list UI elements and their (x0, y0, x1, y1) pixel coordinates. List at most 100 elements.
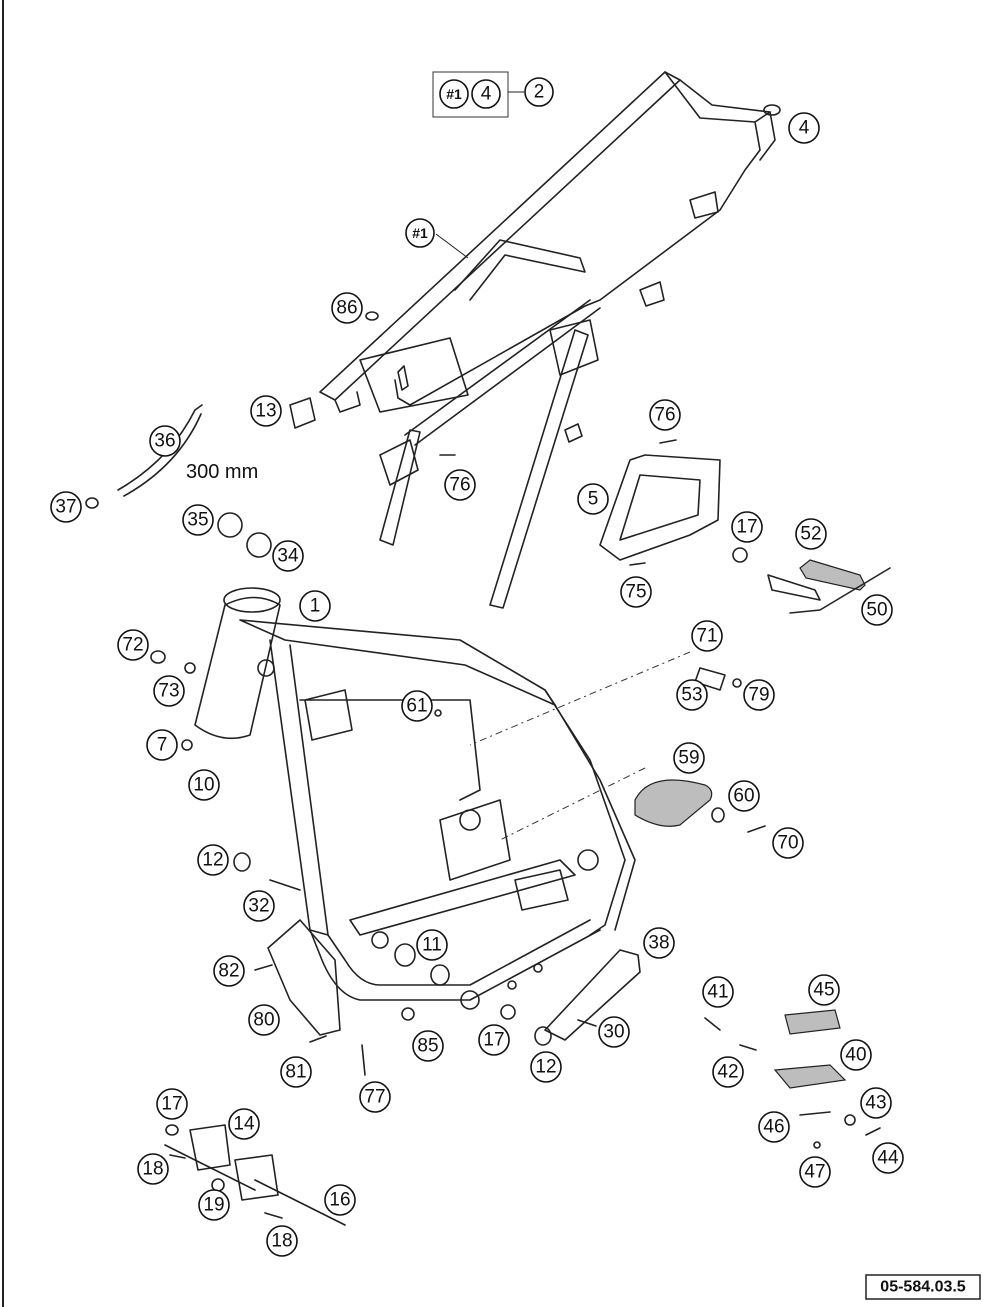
callout-label: 18 (142, 1159, 163, 1180)
assembly-dash-lines (469, 651, 691, 841)
callout-c-12a: 12 (197, 844, 229, 876)
rear-subframe (319, 71, 776, 609)
callout-c-30: 30 (598, 1016, 630, 1048)
callout-label: 59 (678, 748, 699, 769)
callout-label: 12 (202, 850, 223, 871)
callout-c-4: 4 (788, 112, 820, 144)
callout-c-82: 82 (213, 955, 245, 987)
callout-label: 36 (154, 431, 175, 452)
callout-c-14: 14 (228, 1108, 260, 1140)
callout-label: 18 (271, 1231, 292, 1252)
callout-label: 79 (748, 685, 769, 706)
callout-c-76a: 76 (444, 469, 476, 501)
callout-label: 42 (717, 1062, 738, 1083)
ref-leader-line (435, 233, 469, 259)
callout-c-70: 70 (772, 827, 804, 859)
callout-c-41: 41 (702, 976, 734, 1008)
callout-label: 37 (55, 497, 76, 518)
callout-c-46: 46 (758, 1111, 790, 1143)
callout-label: 85 (417, 1036, 438, 1057)
callout-label: 34 (277, 546, 299, 567)
callout-label: 86 (336, 298, 357, 319)
callout-label: 4 (799, 118, 810, 139)
callout-c-18b: 18 (266, 1225, 298, 1257)
callout-label: 45 (813, 980, 834, 1001)
callout-label: 61 (406, 696, 427, 717)
callout-c-73: 73 (153, 675, 185, 707)
callout-c-47: 47 (799, 1156, 831, 1188)
callout-c-17b: 17 (478, 1024, 510, 1056)
callout-c-75: 75 (620, 576, 652, 608)
callout-label: 17 (161, 1094, 182, 1115)
callout-label: 81 (285, 1062, 306, 1083)
callout-c-72: 72 (117, 629, 149, 661)
document-number: 05-584.03.5 (880, 1279, 966, 1296)
callout-label: 76 (654, 405, 675, 426)
callout-c-32: 32 (243, 890, 275, 922)
callout-c-36: 36 (149, 425, 181, 457)
callout-c-45: 45 (808, 974, 840, 1006)
callout-label: 10 (193, 775, 214, 796)
footpeg-right (784, 1009, 841, 1035)
callout-label: 30 (603, 1022, 624, 1043)
svg-text:#1: #1 (412, 225, 428, 241)
footrest-peg (767, 574, 821, 601)
callout-label: 17 (736, 517, 757, 538)
callout-c-13: 13 (250, 395, 282, 427)
group-callout-2: 2 (534, 82, 545, 103)
group-callout-4: 4 (481, 84, 492, 105)
callout-label: 35 (187, 510, 208, 531)
callout-label: 19 (203, 1195, 224, 1216)
callout-label: 76 (449, 475, 470, 496)
callout-label: 77 (364, 1087, 385, 1108)
callout-label: 11 (422, 935, 442, 956)
callout-c-43: 43 (860, 1087, 892, 1119)
callout-c-1: 1 (299, 590, 331, 622)
callout-c-17a: 17 (731, 511, 763, 543)
callout-c-71: 71 (691, 620, 723, 652)
callout-c-61: 61 (401, 690, 433, 722)
callout-label: 52 (800, 524, 821, 545)
callout-c-16: 16 (324, 1184, 356, 1216)
callout-c-60: 60 (728, 780, 760, 812)
callout-c-76b: 76 (649, 399, 681, 431)
hose-length-label: 300 mm (186, 461, 258, 483)
callout-c-79: 79 (743, 679, 775, 711)
footrest-bracket (599, 454, 721, 561)
callout-label: 43 (865, 1093, 886, 1114)
callout-c-10: 10 (188, 769, 220, 801)
callout-label: 75 (625, 582, 646, 603)
footrest-group-bracket (789, 567, 891, 614)
group-box: #1 4 2 (432, 71, 554, 118)
callout-label: 50 (866, 600, 887, 621)
callout-label: 73 (158, 681, 179, 702)
callout-c-12b: 12 (530, 1051, 562, 1083)
callout-label: 17 (483, 1030, 504, 1051)
document-number-box: 05-584.03.5 (865, 1274, 981, 1300)
callout-label: 38 (648, 933, 669, 954)
callout-c-11: 11 (416, 929, 448, 961)
footrest-rubber (799, 559, 866, 591)
side-stand-bracket (544, 949, 641, 1041)
callout-label: 5 (588, 489, 599, 510)
group-ref-label: #1 (446, 86, 462, 102)
callout-c-52: 52 (795, 518, 827, 550)
callout-label: 46 (763, 1117, 784, 1138)
callout-c-37: 37 (50, 491, 82, 523)
callout-label: 16 (329, 1190, 350, 1211)
callout-c-18a: 18 (137, 1153, 169, 1185)
callout-c-40: 40 (840, 1039, 872, 1071)
skid-plate-guard (267, 919, 341, 1036)
callout-c-59: 59 (673, 742, 705, 774)
callout-c-77: 77 (359, 1081, 391, 1113)
footpeg-left (773, 1064, 847, 1089)
callout-c-38: 38 (643, 927, 675, 959)
callout-label: 47 (804, 1162, 825, 1183)
callout-c-34: 34 (272, 540, 304, 572)
callout-c-19: 19 (198, 1189, 230, 1221)
page-edge-line (2, 0, 4, 1307)
callout-label: 80 (253, 1010, 274, 1031)
callout-c-86: 86 (331, 292, 363, 324)
